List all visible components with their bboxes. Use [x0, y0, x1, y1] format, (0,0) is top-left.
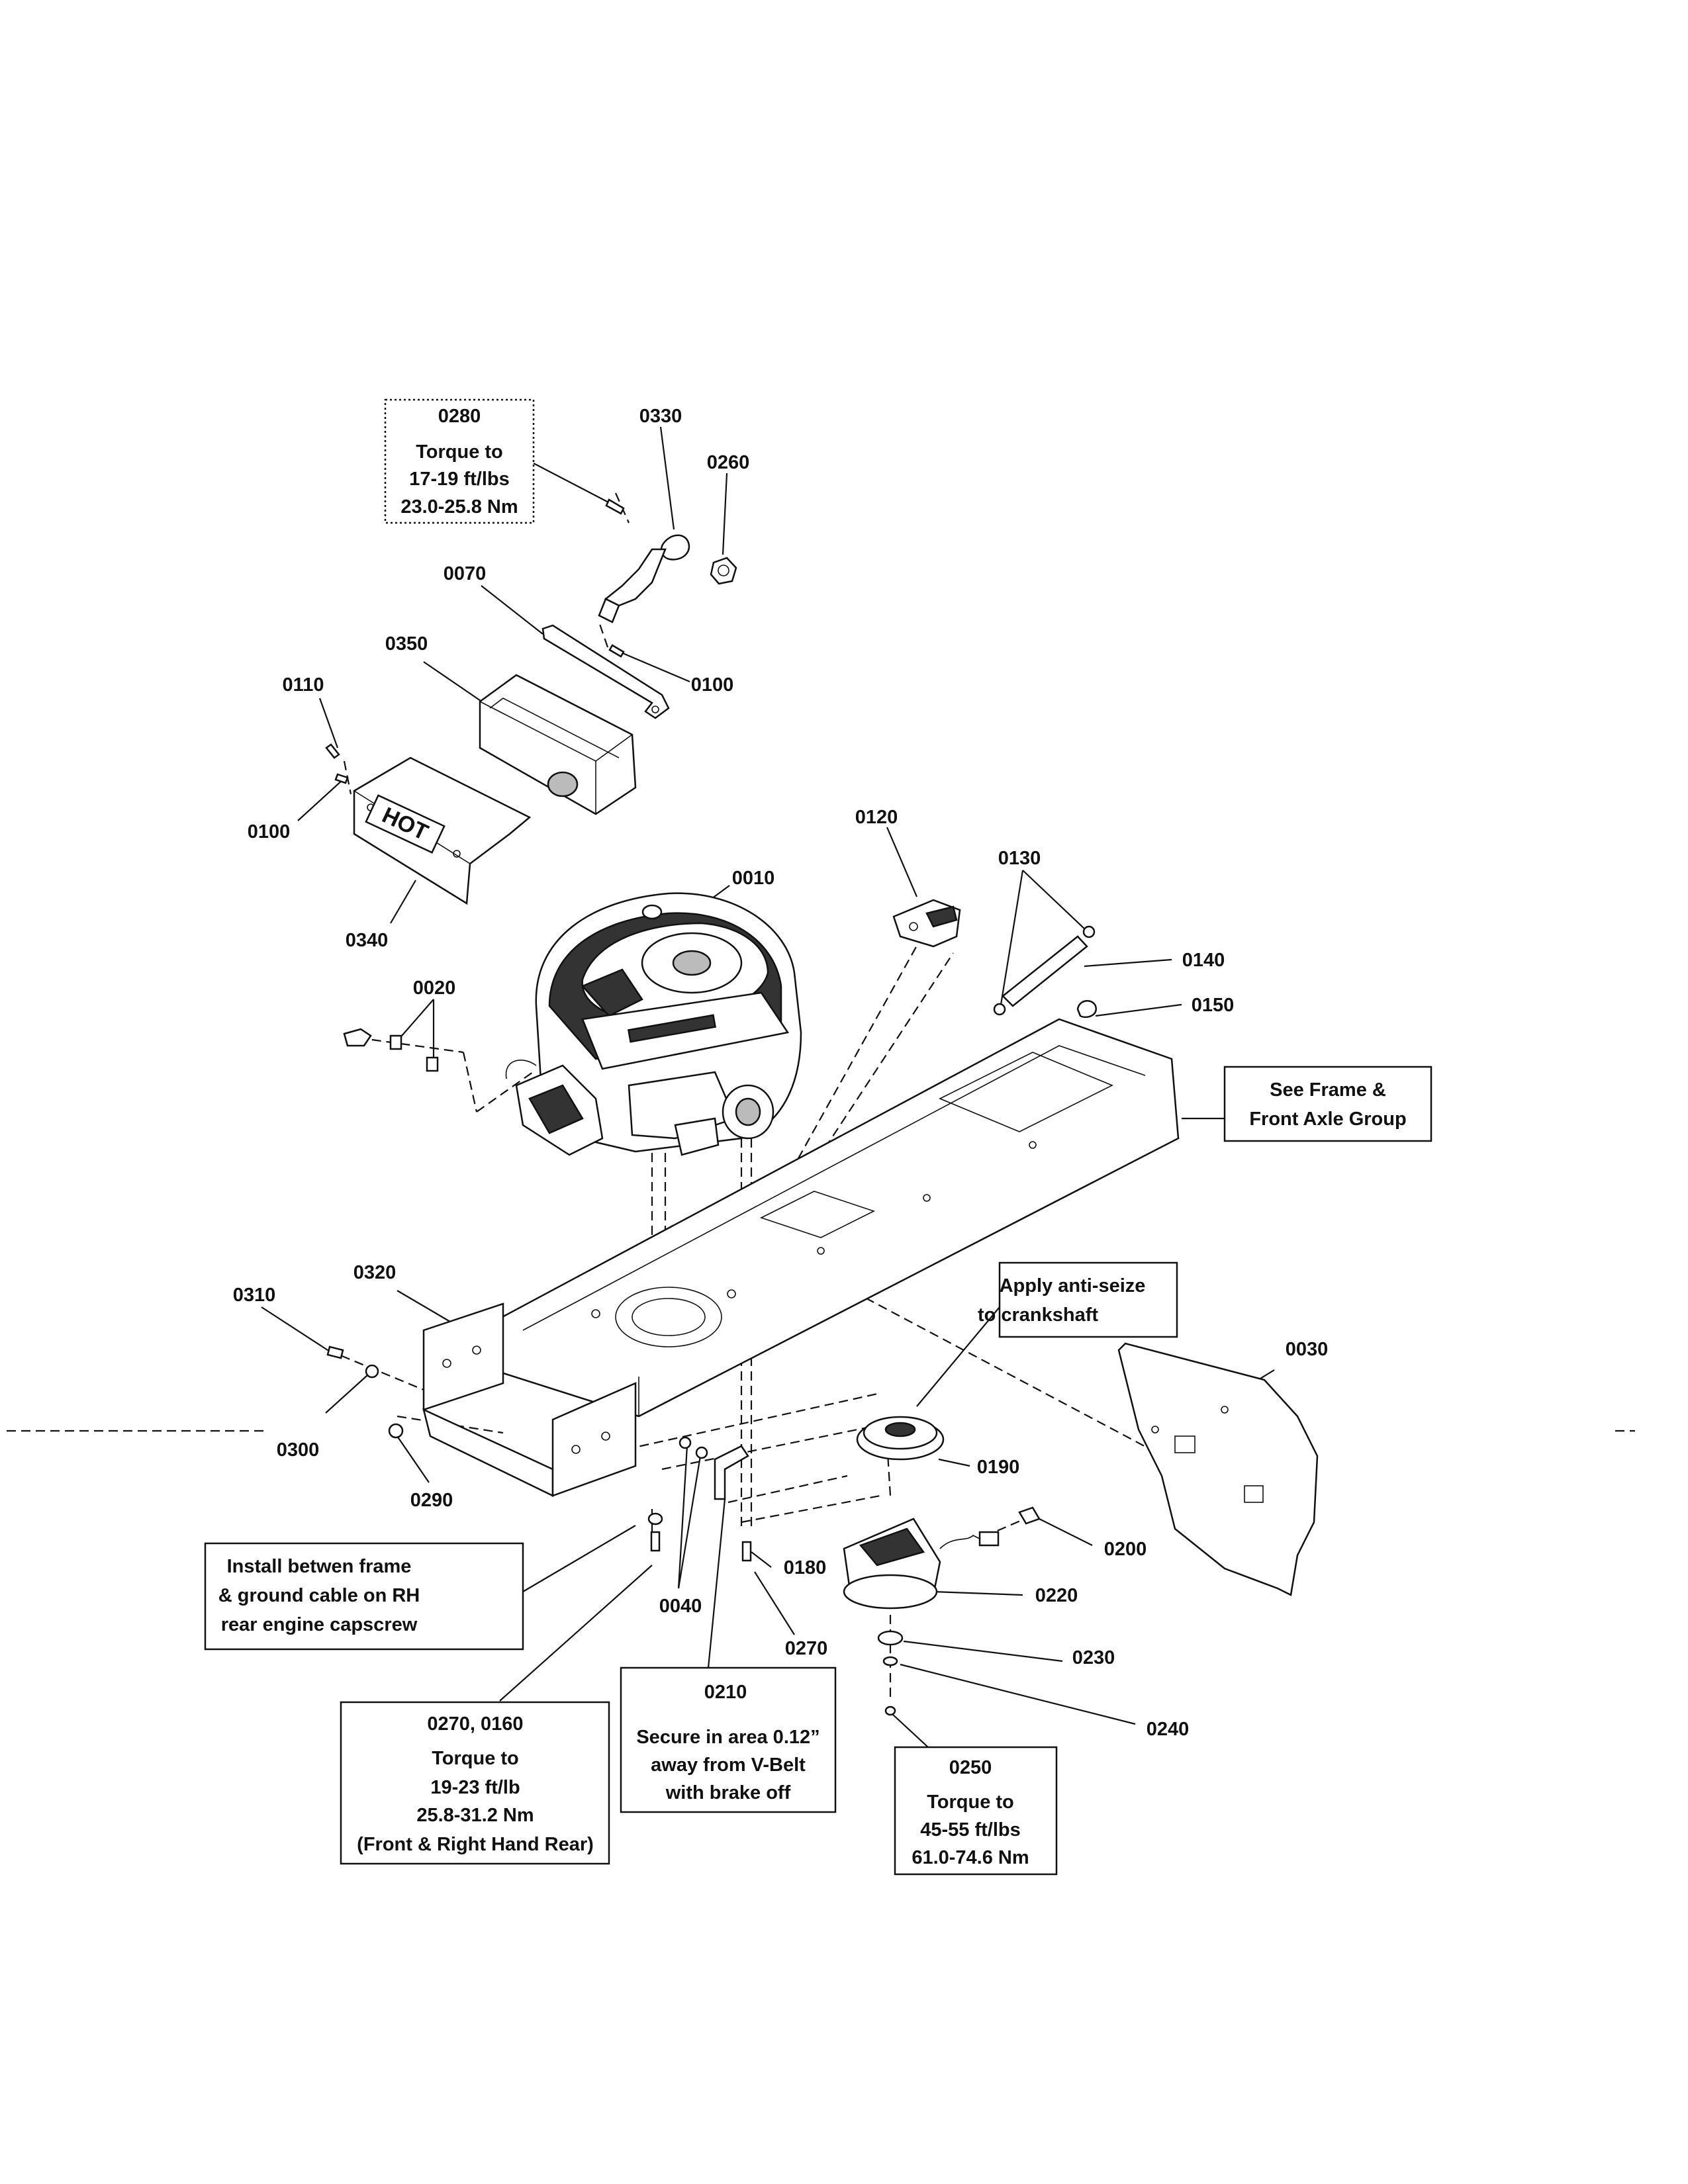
label-0010: 0010	[732, 868, 775, 889]
label-0340: 0340	[346, 930, 389, 951]
note-0280-line2: 17-19 ft/lbs	[409, 469, 510, 490]
note-0280-part: 0280	[438, 406, 481, 427]
engine-part	[505, 892, 802, 1156]
clip-0200-part	[1018, 1506, 1041, 1525]
label-0120: 0120	[855, 807, 898, 828]
screw-0110-part	[325, 743, 340, 759]
label-0110: 0110	[283, 674, 324, 696]
nut-0260-part	[710, 557, 737, 585]
label-0300: 0300	[277, 1439, 320, 1461]
bolt-0170-part	[647, 1512, 663, 1552]
label-0260: 0260	[707, 452, 750, 473]
shield-plate-part	[1117, 1342, 1319, 1596]
label-0100-lower: 0100	[248, 821, 291, 842]
label-0020: 0020	[413, 978, 456, 999]
label-0150: 0150	[1192, 995, 1235, 1016]
label-0100-upper: 0100	[691, 674, 734, 696]
note-ground-line1: Install betwen frame	[227, 1556, 412, 1577]
label-0290: 0290	[410, 1490, 453, 1511]
note-0280-line3: 23.0-25.8 Nm	[400, 496, 518, 518]
label-0330: 0330	[639, 406, 682, 427]
label-0130: 0130	[998, 848, 1041, 869]
clip-0150-part	[1076, 1000, 1098, 1019]
label-0310: 0310	[233, 1285, 276, 1306]
bolt-0250-part	[884, 1706, 896, 1716]
note-anti-seize-line1: Apply anti-seize	[1000, 1275, 1146, 1297]
note-see-frame: See Frame & Front Axle Group	[1223, 1066, 1432, 1142]
washer-0240-part	[882, 1656, 898, 1666]
note-torque-0280: 0280 Torque to 17-19 ft/lbs 23.0-25.8 Nm	[384, 398, 535, 524]
note-secure-0210: 0210 Secure in area 0.12” away from V-Be…	[620, 1666, 837, 1813]
note-0270-line2: 19-23 ft/lb	[430, 1777, 520, 1798]
washer-0230-part	[877, 1630, 904, 1646]
note-0250-part: 0250	[949, 1757, 992, 1778]
label-0350: 0350	[385, 633, 428, 655]
note-0270-line1: Torque to	[432, 1748, 519, 1769]
label-0190: 0190	[977, 1457, 1020, 1478]
rear-bracket-part	[422, 1302, 637, 1497]
note-0250-line1: Torque to	[927, 1792, 1014, 1813]
label-0220: 0220	[1035, 1585, 1078, 1606]
fuel-fitting-part	[343, 1028, 439, 1072]
note-ground-line2: & ground cable on RH	[218, 1585, 420, 1606]
exhaust-elbow-part	[598, 534, 690, 623]
note-0210-line1: Secure in area 0.12”	[636, 1727, 820, 1748]
note-0250-line2: 45-55 ft/lbs	[920, 1819, 1021, 1841]
note-0270-line3: 25.8-31.2 Nm	[416, 1805, 534, 1826]
clutch-0220-part	[843, 1518, 1000, 1610]
label-0070: 0070	[444, 563, 487, 584]
label-0030: 0030	[1286, 1339, 1329, 1360]
note-0270-0160-part: 0270, 0160	[427, 1713, 523, 1735]
bolt-0180-part	[741, 1541, 752, 1562]
label-0180: 0180	[784, 1557, 827, 1578]
screw-0100-lower-part	[334, 773, 349, 784]
bolts-0040-part	[679, 1436, 708, 1459]
label-0270: 0270	[785, 1638, 828, 1659]
label-0200: 0200	[1104, 1539, 1147, 1560]
note-0280-line1: Torque to	[416, 441, 503, 463]
note-0210-part: 0210	[704, 1682, 747, 1703]
part-labels: 0330 0260 0070 0350 0100 0110 0100 0340 …	[233, 406, 1329, 1740]
note-ground-line3: rear engine capscrew	[221, 1614, 418, 1635]
note-0210-line3: with brake off	[665, 1782, 791, 1803]
label-0230: 0230	[1072, 1647, 1115, 1668]
note-anti-seize: Apply anti-seize to crankshaft	[978, 1261, 1178, 1338]
heat-shield-part: HOT	[353, 756, 532, 905]
note-0210-line2: away from V-Belt	[651, 1754, 806, 1776]
note-see-frame-line2: Front Axle Group	[1249, 1109, 1406, 1130]
note-ground-cable: Install betwen frame & ground cable on R…	[204, 1542, 524, 1651]
note-see-frame-line1: See Frame &	[1270, 1079, 1386, 1101]
bolt-0280-part	[605, 498, 625, 515]
rod-0140-part	[993, 925, 1096, 1016]
screw-0100-upper-part	[608, 644, 625, 658]
throttle-control-part	[892, 899, 961, 948]
muffler-part	[479, 674, 637, 815]
note-0250-line3: 61.0-74.6 Nm	[912, 1847, 1029, 1868]
label-0240: 0240	[1147, 1719, 1190, 1740]
washer-0300-part	[365, 1364, 379, 1379]
note-torque-0250: 0250 Torque to 45-55 ft/lbs 61.0-74.6 Nm	[894, 1746, 1058, 1876]
leader-lines	[261, 426, 1275, 1748]
note-0270-line4: (Front & Right Hand Rear)	[357, 1834, 594, 1855]
label-0140: 0140	[1182, 950, 1225, 971]
pulley-0190-part	[856, 1416, 945, 1461]
cable-0210-part	[714, 1445, 749, 1500]
label-0040: 0040	[659, 1596, 702, 1617]
note-anti-seize-line2: to crankshaft	[978, 1304, 1098, 1326]
bolt-0310-part	[326, 1345, 344, 1359]
nut-0290-part	[388, 1423, 404, 1439]
label-0320: 0320	[353, 1262, 397, 1283]
note-torque-0270-0160: 0270, 0160 Torque to 19-23 ft/lb 25.8-31…	[340, 1701, 610, 1865]
muffler-bracket-part	[541, 624, 670, 719]
